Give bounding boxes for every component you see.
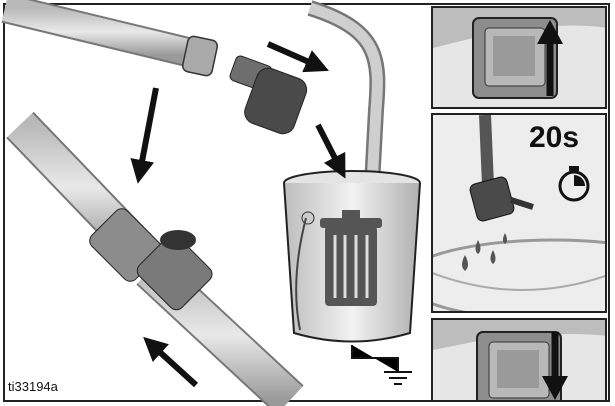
stopwatch-icon xyxy=(558,166,590,202)
panel-switch-off xyxy=(431,318,607,402)
panel-drain-timer: 20s xyxy=(431,113,607,313)
figure-id-label: ti33194a xyxy=(8,379,58,394)
figure-border xyxy=(3,3,610,402)
timer-label: 20s xyxy=(529,121,580,154)
switch-down-icon xyxy=(433,320,605,400)
ground-symbol-icon xyxy=(351,345,412,385)
hose-icon xyxy=(1,0,219,77)
switch-up-icon xyxy=(433,8,605,107)
bucket-trash-icon xyxy=(283,170,421,343)
arrow-icon xyxy=(130,41,346,388)
drip-icon xyxy=(433,115,605,311)
panel-switch-on xyxy=(431,6,607,109)
fitting-icon xyxy=(229,55,308,135)
valve-icon xyxy=(6,111,304,406)
